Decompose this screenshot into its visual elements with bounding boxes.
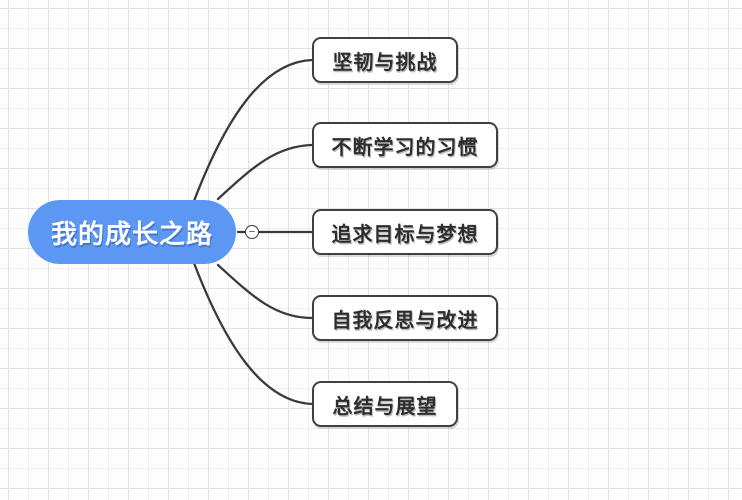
child-node-label: 追求目标与梦想 xyxy=(331,223,479,246)
child-node-summary-outlook[interactable]: 总结与展望 xyxy=(312,381,458,427)
child-node-self-reflection[interactable]: 自我反思与改进 xyxy=(312,295,498,341)
child-node-learning-habit[interactable]: 不断学习的习惯 xyxy=(312,122,498,168)
child-node-goals-dreams[interactable]: 追求目标与梦想 xyxy=(312,209,498,255)
branch-line-5 xyxy=(192,261,314,406)
child-node-label: 坚韧与挑战 xyxy=(332,51,438,74)
branch-line-2 xyxy=(216,143,314,201)
branch-line-4 xyxy=(216,263,314,320)
root-node[interactable]: 我的成长之路 xyxy=(28,200,236,264)
child-node-label: 自我反思与改进 xyxy=(331,309,479,332)
root-node-label: 我的成长之路 xyxy=(50,218,213,249)
child-node-label: 总结与展望 xyxy=(332,395,438,418)
collapse-toggle-button[interactable]: − xyxy=(245,225,259,239)
child-node-label: 不断学习的习惯 xyxy=(331,136,479,159)
branch-line-1 xyxy=(192,58,314,203)
child-node-resilience[interactable]: 坚韧与挑战 xyxy=(312,37,458,83)
minus-icon: − xyxy=(248,225,256,238)
